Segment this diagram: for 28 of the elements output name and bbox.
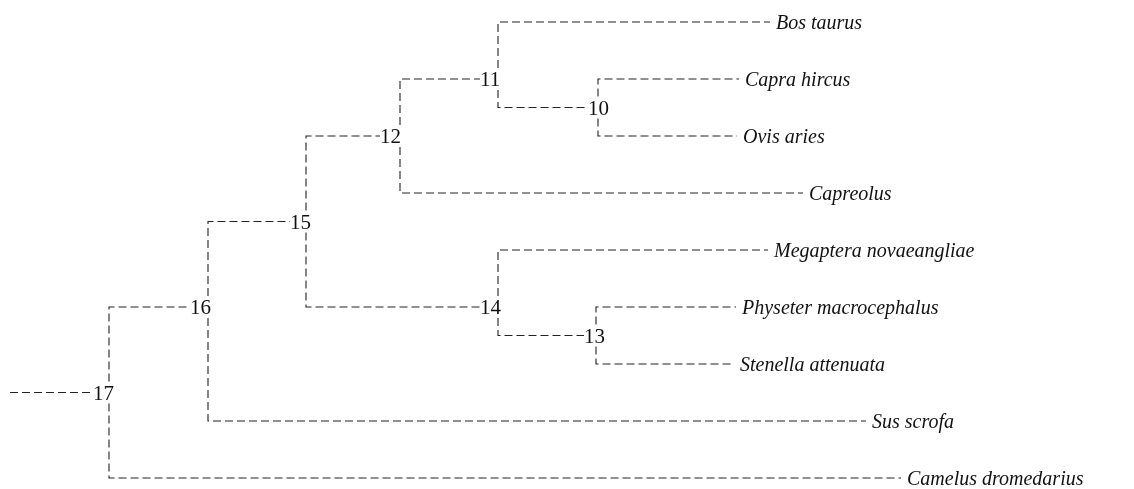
species-label: Stenella attenuata xyxy=(734,353,885,375)
species-label: Capreolus xyxy=(803,182,892,204)
species-label: Megaptera novaeangliae xyxy=(768,239,975,261)
tree-branch xyxy=(595,306,737,326)
tree-branch xyxy=(497,317,585,337)
clade-number: 14 xyxy=(480,296,501,318)
species-label: Sus scrofa xyxy=(866,410,955,432)
tree-branch xyxy=(497,21,771,69)
species-label: Bos taurus xyxy=(770,11,863,33)
tree-branch xyxy=(207,317,867,422)
clade-number: 13 xyxy=(584,324,605,347)
species-label: Ovis aries xyxy=(737,125,825,147)
clade-number: 17 xyxy=(93,381,114,404)
clade-number: 11 xyxy=(480,68,501,90)
tree-branch xyxy=(399,78,481,126)
tree-branch xyxy=(108,402,902,479)
clade-number: 16 xyxy=(190,296,211,318)
tree-branch xyxy=(305,135,381,212)
clade-number: 10 xyxy=(588,96,609,119)
tree-branch xyxy=(497,249,769,297)
clade-number: 15 xyxy=(290,210,311,233)
tree-branch xyxy=(399,146,804,194)
tree-branch xyxy=(597,78,740,98)
species-label: Capra hircus xyxy=(739,68,851,90)
species-label: Camelus dromedarius xyxy=(901,467,1084,489)
tree-branch xyxy=(305,231,481,308)
species-label: Physeter macrocephalus xyxy=(736,296,939,318)
clade-number: 12 xyxy=(380,125,401,147)
